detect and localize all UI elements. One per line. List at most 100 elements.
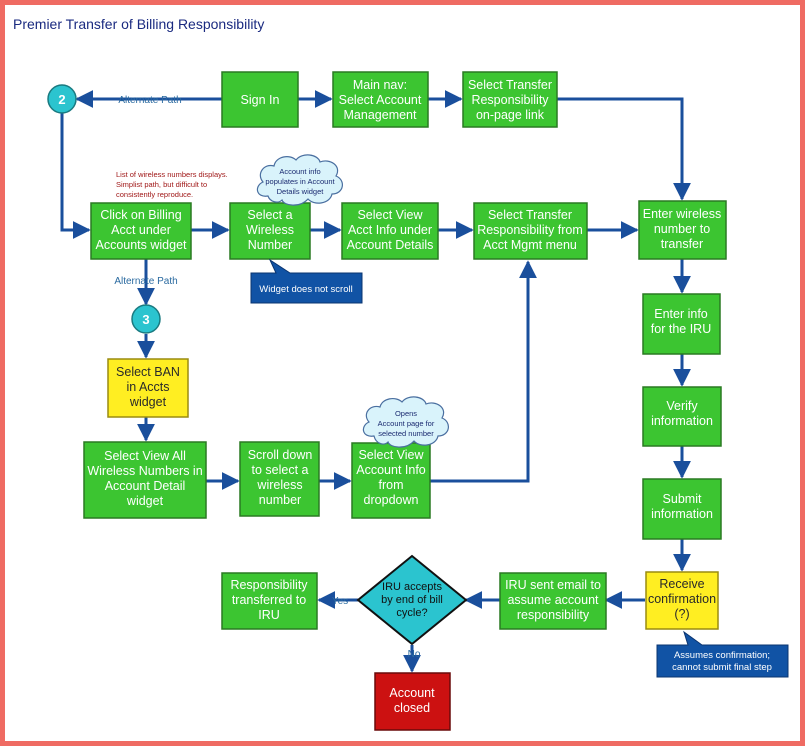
svg-text:selected number: selected number (378, 429, 434, 438)
svg-text:IRU sent email to: IRU sent email to (505, 578, 601, 592)
node-submit-info: Submit information (642, 478, 722, 540)
node-enter-info-iru: Enter info for the IRU (642, 293, 721, 355)
svg-text:Widget does not scroll: Widget does not scroll (259, 284, 352, 295)
edge-dropdown-to-transfermenu (430, 260, 537, 483)
svg-text:Select View: Select View (358, 448, 424, 462)
svg-text:Details widget: Details widget (277, 187, 325, 196)
svg-text:Select Transfer: Select Transfer (468, 78, 552, 92)
svg-text:Simplist path, but difficult t: Simplist path, but difficult to (116, 180, 207, 189)
node-verify-info: Verify information (642, 386, 722, 447)
svg-text:assume account: assume account (507, 593, 599, 607)
svg-text:Acct under: Acct under (111, 223, 171, 237)
svg-text:Sign In: Sign In (241, 93, 280, 107)
svg-text:number to: number to (654, 222, 710, 236)
svg-text:Opens: Opens (395, 409, 417, 418)
svg-text:Number: Number (248, 238, 292, 252)
svg-text:to select a: to select a (252, 463, 309, 477)
node-select-wireless: Select a Wireless Number (229, 202, 311, 260)
callout-assumes-confirmation: Assumes confirmation; cannot submit fina… (656, 630, 789, 678)
node-enter-wireless: Enter wireless number to transfer (638, 200, 727, 260)
svg-text:information: information (651, 507, 713, 521)
svg-text:(?): (?) (674, 607, 689, 621)
svg-text:Responsibility: Responsibility (471, 93, 549, 107)
node-select-view-all: Select View All Wireless Numbers in Acco… (83, 441, 207, 519)
svg-text:information: information (651, 414, 713, 428)
node-scroll-down: Scroll down to select a wireless number (239, 441, 320, 517)
svg-text:Verify: Verify (666, 399, 698, 413)
svg-text:Acct Info under: Acct Info under (348, 223, 432, 237)
svg-text:Account info: Account info (279, 167, 320, 176)
svg-text:cycle?: cycle? (396, 607, 427, 619)
svg-text:Management: Management (344, 108, 417, 122)
node-receive-confirmation: Receive confirmation (?) (645, 571, 719, 630)
svg-text:consistently reproduce.: consistently reproduce. (116, 190, 193, 199)
svg-text:Select Transfer: Select Transfer (488, 208, 572, 222)
svg-text:closed: closed (394, 701, 430, 715)
svg-text:wireless: wireless (256, 478, 302, 492)
svg-text:Account Detail: Account Detail (105, 479, 186, 493)
diagram-title: Premier Transfer of Billing Responsibili… (13, 16, 264, 32)
svg-text:Account Info: Account Info (356, 463, 426, 477)
node-select-view-dropdown: Select View Account Info from dropdown (351, 442, 431, 519)
svg-text:Wireless Numbers in: Wireless Numbers in (87, 464, 202, 478)
svg-text:by end of bill: by end of bill (381, 594, 443, 606)
svg-text:cannot submit final step: cannot submit final step (672, 662, 772, 673)
node-decision-iru-accepts: IRU accepts by end of bill cycle? (356, 554, 468, 646)
svg-text:Account Details: Account Details (347, 238, 434, 252)
diagram-canvas: Premier Transfer of Billing Responsibili… (5, 5, 800, 741)
svg-text:widget: widget (129, 395, 167, 409)
svg-text:Responsibility: Responsibility (230, 578, 308, 592)
svg-text:in Accts: in Accts (126, 380, 169, 394)
svg-text:from: from (379, 478, 404, 492)
callout-widget-does-not-scroll: Widget does not scroll (250, 258, 363, 304)
svg-text:List of wireless numbers displ: List of wireless numbers displays. (116, 170, 228, 179)
edge-label-alternate-path-left: Alternate Path (114, 276, 177, 287)
flowchart: Premier Transfer of Billing Responsibili… (13, 16, 789, 731)
svg-text:Scroll down: Scroll down (248, 448, 313, 462)
svg-text:Enter wireless: Enter wireless (643, 207, 722, 221)
svg-text:responsibility: responsibility (517, 608, 590, 622)
svg-text:transfer: transfer (661, 237, 703, 251)
node-select-transfer-menu: Select Transfer Responsibility from Acct… (473, 202, 588, 260)
node-responsibility-transferred: Responsibility transferred to IRU (221, 572, 318, 630)
svg-text:Account page for: Account page for (378, 419, 435, 428)
svg-text:Wireless: Wireless (246, 223, 294, 237)
svg-text:IRU accepts: IRU accepts (382, 581, 442, 593)
svg-text:Select View: Select View (357, 208, 423, 222)
edge-label-alternate-path-top: Alternate Path (118, 95, 181, 106)
callout-cloud-opens-account: Opens Account page for selected number (362, 396, 449, 448)
svg-text:Accounts widget: Accounts widget (95, 238, 187, 252)
node-click-billing: Click on Billing Acct under Accounts wid… (90, 202, 192, 260)
node-main-nav: Main nav: Select Account Management (332, 71, 429, 128)
node-account-closed: Account closed (374, 672, 451, 731)
svg-text:Select View All: Select View All (104, 449, 186, 463)
connector-circle-3: 3 (131, 304, 161, 334)
callout-cloud-account-info: Account info populates in Account Detail… (256, 154, 343, 206)
svg-text:widget: widget (126, 494, 164, 508)
svg-text:IRU: IRU (258, 608, 280, 622)
node-select-view-acct: Select View Acct Info under Account Deta… (341, 202, 439, 260)
svg-text:Select Account: Select Account (339, 93, 422, 107)
red-annotation: List of wireless numbers displays. Simpl… (116, 170, 228, 199)
svg-text:confirmation: confirmation (648, 592, 716, 606)
svg-text:Acct Mgmt menu: Acct Mgmt menu (483, 238, 577, 252)
edges (60, 90, 691, 673)
node-select-ban: Select BAN in Accts widget (107, 358, 189, 418)
svg-text:Select a: Select a (247, 208, 292, 222)
connector-3-label: 3 (142, 312, 149, 327)
node-iru-sent-email: IRU sent email to assume account respons… (499, 572, 607, 630)
connector-2-label: 2 (58, 92, 65, 107)
svg-text:Assumes confirmation;: Assumes confirmation; (674, 650, 770, 661)
svg-text:Submit: Submit (663, 492, 702, 506)
svg-text:Account: Account (389, 686, 435, 700)
node-sign-in: Sign In (221, 71, 299, 128)
svg-text:Responsibility from: Responsibility from (477, 223, 583, 237)
svg-text:Select BAN: Select BAN (116, 365, 180, 379)
edge-transferlink-to-enterwireless (557, 97, 691, 201)
edge-label-no: No (408, 649, 421, 660)
node-select-transfer-link: Select Transfer Responsibility on-page l… (462, 71, 558, 128)
svg-text:dropdown: dropdown (364, 493, 419, 507)
edge-label-yes: Yes (332, 596, 348, 607)
svg-text:Main nav:: Main nav: (353, 78, 407, 92)
edge-circle2-to-clickbilling (60, 113, 91, 239)
